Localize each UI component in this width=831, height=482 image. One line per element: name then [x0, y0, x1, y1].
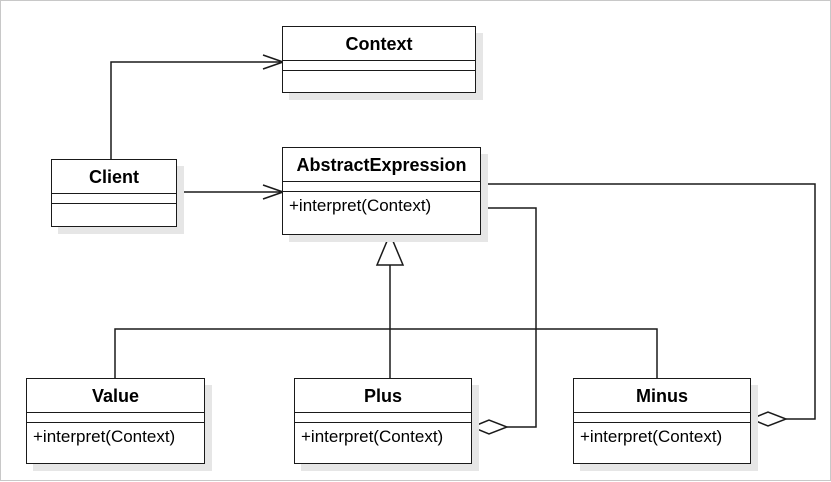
class-name: Client	[52, 160, 176, 194]
generalization-branch	[114, 328, 658, 379]
class-attributes	[27, 413, 204, 423]
class-operation: +interpret(Context)	[580, 427, 723, 446]
class-name: Value	[27, 379, 204, 413]
class-attributes	[295, 413, 471, 423]
aggregation-minus-abstractexpression	[481, 183, 816, 420]
class-abstract-expression[interactable]: AbstractExpression +interpret(Context)	[282, 147, 481, 235]
class-value[interactable]: Value +interpret(Context)	[26, 378, 205, 464]
class-name: Context	[283, 27, 475, 61]
association-client-context	[110, 62, 283, 159]
class-attributes	[283, 61, 475, 71]
class-operation: +interpret(Context)	[301, 427, 444, 446]
class-context[interactable]: Context	[282, 26, 476, 93]
class-attributes	[574, 413, 750, 423]
class-operations	[283, 71, 475, 74]
class-operation: +interpret(Context)	[289, 196, 432, 215]
class-plus[interactable]: Plus +interpret(Context)	[294, 378, 472, 464]
class-minus[interactable]: Minus +interpret(Context)	[573, 378, 751, 464]
class-name: AbstractExpression	[283, 148, 480, 182]
class-attributes	[52, 194, 176, 204]
class-client[interactable]: Client	[51, 159, 177, 227]
aggregation-plus-abstractexpression	[481, 207, 537, 428]
class-operations	[52, 204, 176, 207]
class-name: Plus	[295, 379, 471, 413]
class-attributes	[283, 182, 480, 192]
generalization-triangle-icon	[375, 232, 405, 266]
class-operation: +interpret(Context)	[33, 427, 176, 446]
aggregation-diamond-icon	[749, 411, 789, 427]
aggregation-diamond-icon	[470, 419, 510, 435]
class-name: Minus	[574, 379, 750, 413]
